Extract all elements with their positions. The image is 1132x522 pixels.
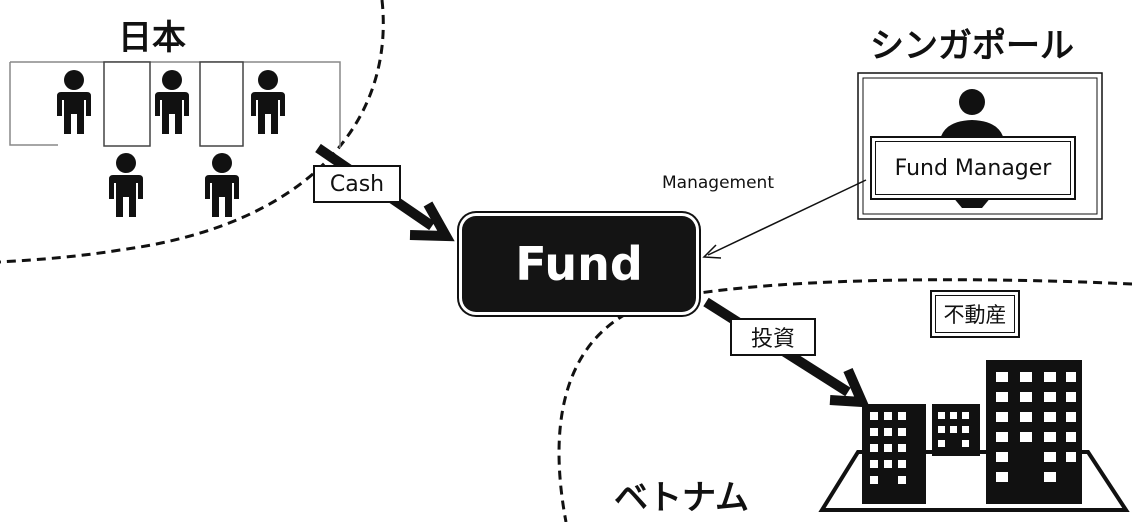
region-title-japan: 日本 bbox=[118, 18, 186, 58]
region-title-singapore: シンガポール bbox=[870, 26, 1074, 66]
investors-panel bbox=[9, 61, 341, 217]
investor-icon bbox=[155, 70, 189, 134]
buildings-icon bbox=[818, 360, 1130, 512]
japan-region-border bbox=[0, 0, 385, 264]
region-title-vietnam: ベトナム bbox=[614, 478, 749, 518]
investor-icon bbox=[109, 153, 143, 217]
investor-icon bbox=[57, 70, 91, 134]
fund-manager-label: Fund Manager bbox=[870, 136, 1076, 200]
fund-box: Fund bbox=[462, 216, 696, 312]
manager-head-icon bbox=[959, 89, 985, 115]
investment-label: 投資 bbox=[730, 318, 816, 356]
management-arrow bbox=[702, 179, 867, 259]
investor-icon bbox=[251, 70, 285, 134]
manager-body-icon bbox=[940, 120, 1004, 140]
investor-icon bbox=[205, 153, 239, 217]
cash-label: Cash bbox=[313, 165, 401, 203]
real-estate-label: 不動産 bbox=[930, 290, 1020, 338]
management-label: Management bbox=[662, 173, 774, 193]
